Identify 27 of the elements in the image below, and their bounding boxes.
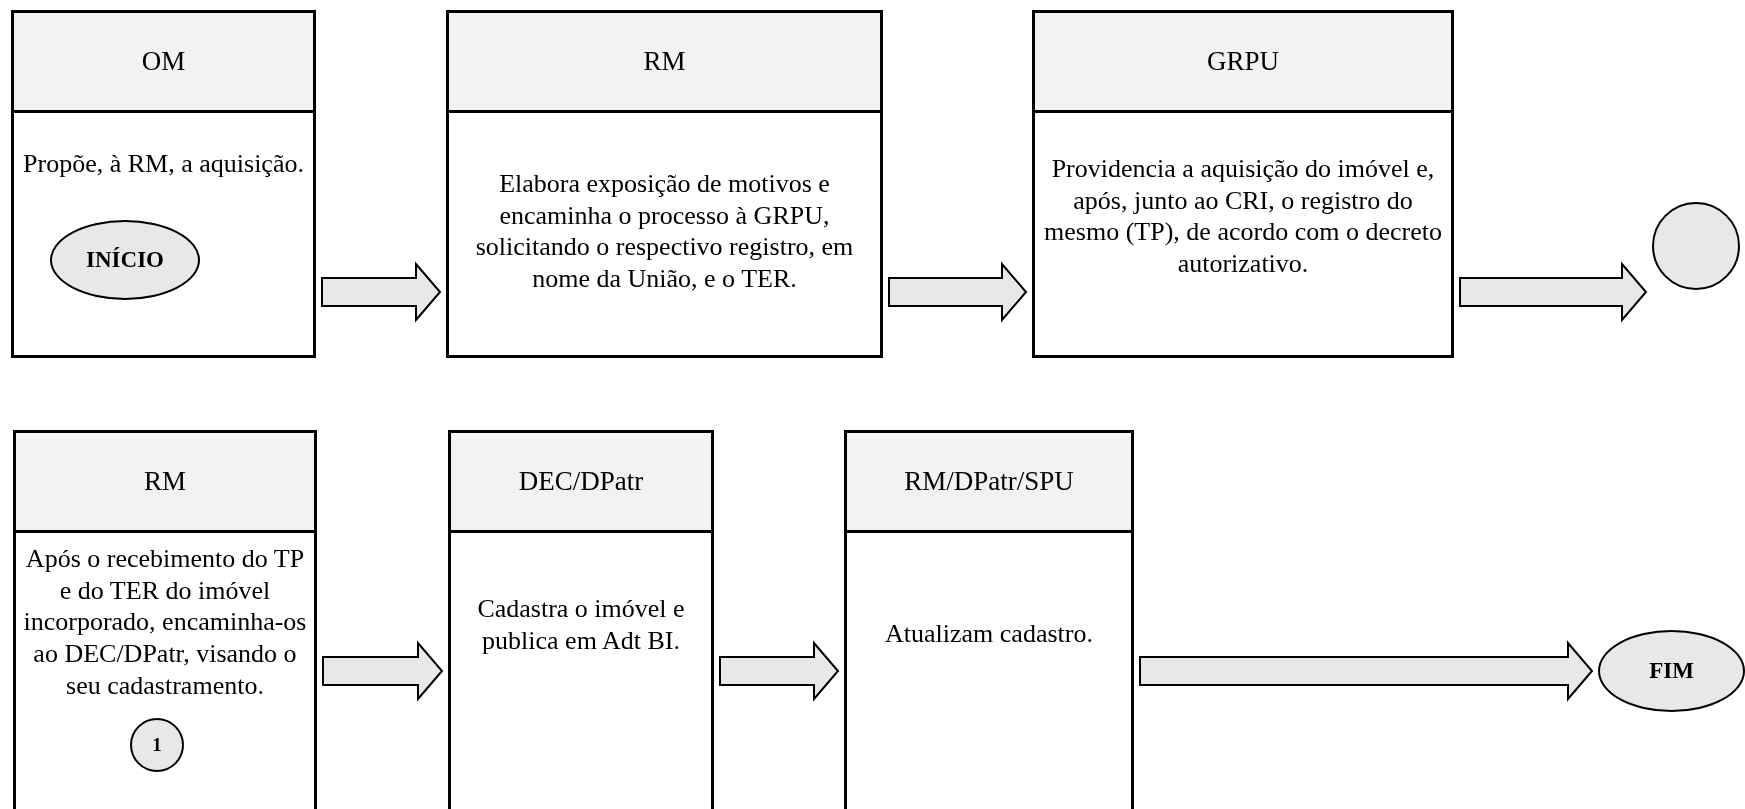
step-text: Propõe, à RM, a aquisição. <box>22 148 305 180</box>
header-band: GRPU <box>1035 13 1451 113</box>
block-arrow <box>888 261 1028 323</box>
terminal-oval: INÍCIO <box>50 220 200 300</box>
process-box <box>844 430 1134 809</box>
step-text: Atualizam cadastro. <box>884 618 1094 650</box>
header-band: RM/DPatr/SPU <box>847 433 1131 533</box>
header-band: RM <box>16 433 314 533</box>
process-box <box>446 10 883 358</box>
process-box <box>13 430 317 809</box>
process-box <box>1032 10 1454 358</box>
step-text: Após o recebimento do TP e do TER do imóvel incorporado, encaminha-os ao DEC/DPatr, visando o seu cadastramento. <box>22 543 308 702</box>
block-arrow <box>322 640 444 702</box>
connector-circle: 1 <box>130 718 184 772</box>
process-box <box>448 430 714 809</box>
process-box <box>11 10 316 358</box>
block-arrow <box>1139 640 1594 702</box>
step-text: Providencia a aquisição do imóvel e, após, junto ao CRI, o registro do mesmo (TP), de acordo com o decreto autorizativo. <box>1043 153 1443 280</box>
step-text: Cadastra o imóvel e publica em Adt BI. <box>476 593 686 657</box>
block-arrow <box>1459 261 1648 323</box>
block-arrow <box>719 640 840 702</box>
header-band: RM <box>449 13 880 113</box>
header-band: OM <box>14 13 313 113</box>
block-arrow <box>321 261 442 323</box>
step-text: Elabora exposição de motivos e encaminha o processo à GRPU, solicitando o respectivo registro, em nome da União, e o TER. <box>474 168 855 295</box>
terminal-oval: FIM <box>1598 630 1745 712</box>
header-band: DEC/DPatr <box>451 433 711 533</box>
